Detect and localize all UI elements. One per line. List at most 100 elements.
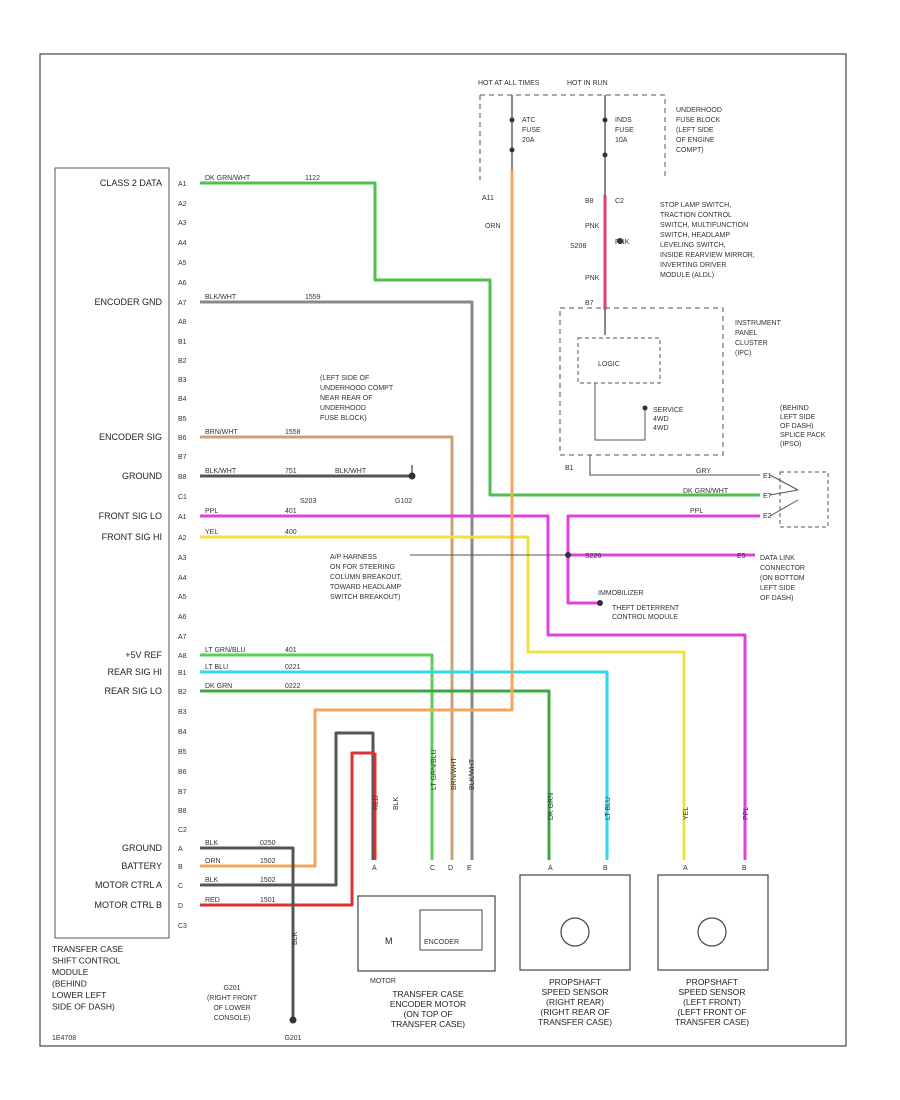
- wire-front-lo: [200, 514, 747, 860]
- outer-frame: [39, 53, 847, 1047]
- rear-sensor-box: [519, 874, 631, 971]
- wire-label-enc_gnd: BLK/WHT: [205, 294, 237, 301]
- stoplamp-note: SWITCH, MULTIFUNCTION: [660, 222, 748, 229]
- splice-pack-label: (BEHIND: [780, 405, 809, 412]
- wire-label-brn_v: BRN/WHT: [451, 757, 458, 790]
- wire-encoder-sig: [200, 435, 454, 860]
- underhood-fuse-block: OF ENGINE: [676, 137, 715, 144]
- pin-a11: A11: [482, 195, 494, 202]
- immobilizer: IMMOBILIZER: [598, 590, 644, 597]
- stoplamp-note: INVERTING DRIVER: [660, 262, 726, 269]
- atc-fuse-label: 20A: [522, 137, 535, 144]
- dlc-note: CONNECTOR: [760, 565, 805, 572]
- wire-rear-lo: [200, 689, 551, 860]
- dlc-pin: E5: [737, 553, 746, 560]
- wire-label-rear_lo_n: 0222: [285, 683, 301, 690]
- wire-blk-motor: [200, 731, 375, 887]
- steering-note: SWITCH BREAKOUT): [330, 594, 400, 601]
- front-pin-b: B: [742, 865, 747, 872]
- g201-note: G201: [223, 985, 240, 992]
- module-pin-class2: A1: [178, 181, 187, 188]
- junction-dots: [509, 117, 648, 606]
- module-pin-ground: B8: [178, 474, 187, 481]
- splice-pack-label: (IPSO): [780, 441, 801, 448]
- module-label-enc_sig: ENCODER SIG: [99, 432, 162, 442]
- rear-pin-a: A: [548, 865, 553, 872]
- ipc-label: INSTRUMENT: [735, 320, 782, 327]
- module-pin-q4: B4: [178, 729, 187, 736]
- ipc-label: CLUSTER: [735, 340, 768, 347]
- pin-b8: B8: [585, 198, 594, 205]
- wire-label-blk_v: BLK/WHT: [469, 758, 476, 790]
- motor-pin-e: E: [467, 865, 472, 872]
- service-4wd: SERVICE: [653, 407, 684, 414]
- wire-label-g_orn: ORN: [205, 858, 221, 865]
- wire-ppl-dlc: [566, 514, 760, 555]
- splice-links: [769, 474, 799, 517]
- hot-at-all-times: HOT AT ALL TIMES: [478, 80, 540, 87]
- underhood-fuse-block: UNDERHOOD: [676, 107, 722, 114]
- module-pin-q8: B8: [178, 808, 187, 815]
- wire-label-front_lo: PPL: [205, 508, 218, 515]
- motor-pin-c: C: [430, 865, 435, 872]
- splice-pin-e1: E1: [763, 473, 772, 480]
- module-pin-g_d: D: [178, 903, 183, 910]
- wire-front-hi: [200, 535, 686, 860]
- underhood-note: UNDERHOOD COMPT: [320, 385, 394, 392]
- front-sensor-coil: [697, 917, 727, 947]
- module-pin-a3: A3: [178, 220, 187, 227]
- wire-label-class2_n: 1122: [305, 175, 320, 182]
- wire-label-front_hi_n: 400: [285, 529, 297, 536]
- module-label-front_lo: FRONT SIG LO: [99, 511, 162, 521]
- module-label-motor_b: MOTOR CTRL B: [94, 900, 162, 910]
- motor-pin-a: A: [372, 865, 377, 872]
- wire-label-lt_blu_v: LT BLU: [605, 797, 612, 820]
- ipc-logic-box: [577, 337, 661, 384]
- atc-fuse-label: ATC: [522, 117, 535, 124]
- module-pin-p5: A5: [178, 594, 187, 601]
- g201-note: (RIGHT FRONT: [207, 995, 258, 1002]
- steering-note: A/P HARNESS: [330, 554, 377, 561]
- module-pin-a8: A8: [178, 319, 187, 326]
- ipc-outline: [559, 307, 724, 456]
- rear-sensor-caption: (RIGHT REAR OF: [540, 1007, 609, 1017]
- fuse-block-outline: [479, 94, 666, 180]
- wire-label-rear_lo: DK GRN: [205, 683, 232, 690]
- module-label-rear_lo: REAR SIG LO: [104, 686, 162, 696]
- underhood-note: FUSE BLOCK): [320, 415, 367, 422]
- g201-bottom: G201: [284, 1035, 301, 1042]
- motor-symbol: M: [385, 936, 393, 946]
- module-label-battery: BATTERY: [121, 861, 162, 871]
- module-pin-b1: B1: [178, 339, 187, 346]
- front-sensor-caption: (LEFT FRONT): [683, 997, 741, 1007]
- wire-label-grv: GRY: [696, 468, 711, 475]
- atc-fuse-label: FUSE: [522, 127, 541, 134]
- inds-fuse-label: FUSE: [615, 127, 634, 134]
- module-pin-rear_hi: B1: [178, 670, 187, 677]
- g201-note: OF LOWER: [213, 1005, 250, 1012]
- stoplamp-note: SWITCH, HEADLAMP: [660, 232, 730, 239]
- module-box: [54, 167, 170, 939]
- encoder-motor-box: [357, 895, 496, 972]
- wire-encoder-gnd: [200, 300, 474, 860]
- rear-sensor-caption: (RIGHT REAR): [546, 997, 604, 1007]
- dlc-note: OF DASH): [760, 595, 793, 602]
- module-label-class2: CLASS 2 DATA: [100, 178, 162, 188]
- hot-in-run: HOT IN RUN: [567, 80, 608, 87]
- wire-orn-vert: ORN: [485, 223, 501, 230]
- module-label-ground2: GROUND: [122, 843, 162, 853]
- rear-sensor-caption: SPEED SENSOR: [541, 987, 608, 997]
- wire-label-blk_g: BLK: [292, 931, 299, 945]
- wire-label-ground_n: 751: [285, 468, 297, 475]
- wire-class2: [200, 181, 760, 497]
- splice-s203: S203: [300, 498, 316, 505]
- module-label-ground: GROUND: [122, 471, 162, 481]
- wire-label-g_blk_n: 0250: [260, 840, 276, 847]
- wire-label-ground_r: BLK/WHT: [335, 468, 367, 475]
- wire-orn-feed: [200, 170, 514, 868]
- dlc-note: DATA LINK: [760, 555, 795, 562]
- stoplamp-note: MODULE (ALDL): [660, 272, 714, 279]
- wire-5v-ref: [200, 653, 434, 860]
- motor-caption: ENCODER MOTOR: [390, 999, 466, 1009]
